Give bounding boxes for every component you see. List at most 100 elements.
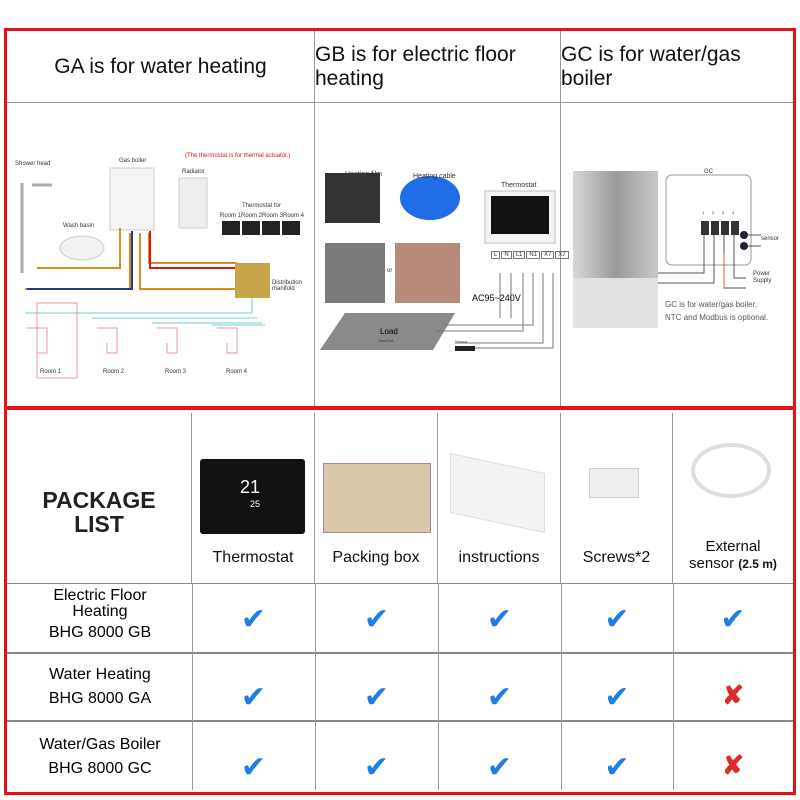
terminal: 3 <box>722 210 725 215</box>
check-icon: ✔ <box>363 681 390 714</box>
therm-room-label: Room 4 <box>283 213 305 219</box>
check-icon: ✔ <box>486 751 513 784</box>
section-divider <box>4 406 796 410</box>
label-or: or <box>387 268 393 274</box>
gc-note-1: GC is for water/gas boiler. <box>665 300 758 309</box>
label-load: Load <box>380 327 398 336</box>
item-label: instructions <box>458 549 540 566</box>
check-icon: ✔ <box>604 751 630 784</box>
item-label: Packing box <box>332 549 420 566</box>
box-image <box>323 463 431 533</box>
screen-temp: 21 <box>240 477 261 497</box>
check-icon: ✔ <box>363 751 390 784</box>
room-label: Room 3 <box>165 369 187 375</box>
check-icon: ✔ <box>363 603 390 636</box>
label-shower-head: Shower head <box>15 161 51 167</box>
row-model: BHG 8000 GB <box>48 624 152 641</box>
label-wash-basin: Wash basin <box>63 223 95 229</box>
header-gc: GC is for water/gas boiler <box>561 31 793 103</box>
label-power: Power <box>753 271 771 277</box>
label-manifold: Distribution manifold <box>272 280 303 292</box>
check-icon: ✔ <box>604 681 630 714</box>
terminal: 4 <box>732 210 735 215</box>
label-thermostat-for: Thermostat for <box>242 203 282 209</box>
header-gb: GB is for electric floor heating <box>315 31 561 103</box>
check-icon: ✔ <box>240 603 267 636</box>
ga-pipes <box>20 167 300 379</box>
item-label: Screws*2 <box>582 549 651 566</box>
check-icon: ✔ <box>240 751 267 784</box>
item-label: Thermostat <box>212 549 294 566</box>
item-screws: Screws*2 <box>561 413 673 583</box>
label-sensor: Sensor <box>455 339 468 344</box>
check-icon: ✔ <box>486 603 513 636</box>
label-supply: Supply <box>753 278 772 284</box>
item-label-sensor: sensor <box>689 555 735 572</box>
gc-diagram: GC sensor Power Supply 1 2 3 4 GC is for… <box>561 103 793 406</box>
gc-note-2: NTC and Modbus is optional. <box>665 313 769 322</box>
row-type: Water Heating <box>49 666 151 683</box>
label-heating-cable: Heating cable <box>413 173 456 180</box>
item-packing-box: Packing box <box>315 413 438 583</box>
room-label: Room 4 <box>226 369 248 375</box>
cross-icon: ✘ <box>722 750 744 780</box>
check-icon: ✔ <box>604 603 630 636</box>
gb-wiring <box>320 173 556 351</box>
item-instructions: instructions <box>438 413 561 583</box>
row-divider <box>7 583 793 584</box>
check-icon: ✔ <box>720 603 746 636</box>
therm-room-label: Room 2 <box>241 213 263 219</box>
gb-diagram: Heating film Heating cable Thermostat or… <box>315 103 569 406</box>
instructions-image <box>450 452 545 534</box>
gc-wiring <box>573 171 761 328</box>
terminal: 2 <box>712 210 715 215</box>
row-model: BHG 8000 GA <box>48 690 152 707</box>
cross-icon: ✘ <box>722 680 744 710</box>
check-icon: ✔ <box>240 681 267 714</box>
row-model: BHG 8000 GC <box>48 760 152 777</box>
header-ga: GA is for water heating <box>7 31 315 103</box>
terminal: L1 <box>512 251 526 259</box>
terminal: N <box>501 251 512 259</box>
label-sensor: sensor <box>761 236 780 242</box>
thermostat-image: 21 25 <box>200 459 305 534</box>
sensor-image <box>691 443 771 498</box>
title-line-1: PACKAGE <box>42 487 156 513</box>
row-divider <box>7 720 793 722</box>
room-label: Room 2 <box>103 369 125 375</box>
terminal: 1 <box>702 210 705 215</box>
sensor-length: (2.5 m) <box>738 557 777 571</box>
label-gas-boiler: Gas boiler <box>119 158 147 164</box>
therm-room-label: Room 3 <box>262 213 284 219</box>
ga-note: (The thermostat is for thermal actuator.… <box>185 153 291 159</box>
row-type: Water/Gas Boiler <box>39 736 161 753</box>
item-thermostat: 21 25 Thermostat <box>192 413 315 583</box>
terminal-block: L N L1 N1 X7 X7 <box>491 251 569 259</box>
label-voltage: AC95~240V <box>472 293 521 303</box>
label-radiator: Radiator <box>182 169 205 175</box>
item-label: External <box>705 538 761 555</box>
terminal: L <box>491 251 501 259</box>
item-external-sensor: External sensor (2.5 m) <box>673 413 793 583</box>
title-line-2: LIST <box>74 511 124 537</box>
terminal: N1 <box>526 251 541 259</box>
screen-set: 25 <box>250 499 261 509</box>
package-list-title: PACKAGE LIST <box>7 413 192 583</box>
screws-image <box>589 468 639 498</box>
therm-room-label: Room 1 <box>220 213 242 219</box>
room-label: Room 1 <box>40 369 62 375</box>
row-type: Electric Floor Heating <box>53 587 147 620</box>
terminal: X7 <box>555 251 569 259</box>
outer-frame <box>4 28 796 795</box>
label-gc: GC <box>704 169 713 175</box>
terminal: X7 <box>541 251 555 259</box>
ga-diagram: (The thermostat is for thermal actuator.… <box>7 103 315 406</box>
row-divider <box>7 652 793 654</box>
check-icon: ✔ <box>486 681 513 714</box>
label-thermostat: Thermostat <box>501 182 537 189</box>
label-heating-film: Heating film <box>345 171 382 178</box>
label-load-max: Max16A <box>379 338 394 343</box>
